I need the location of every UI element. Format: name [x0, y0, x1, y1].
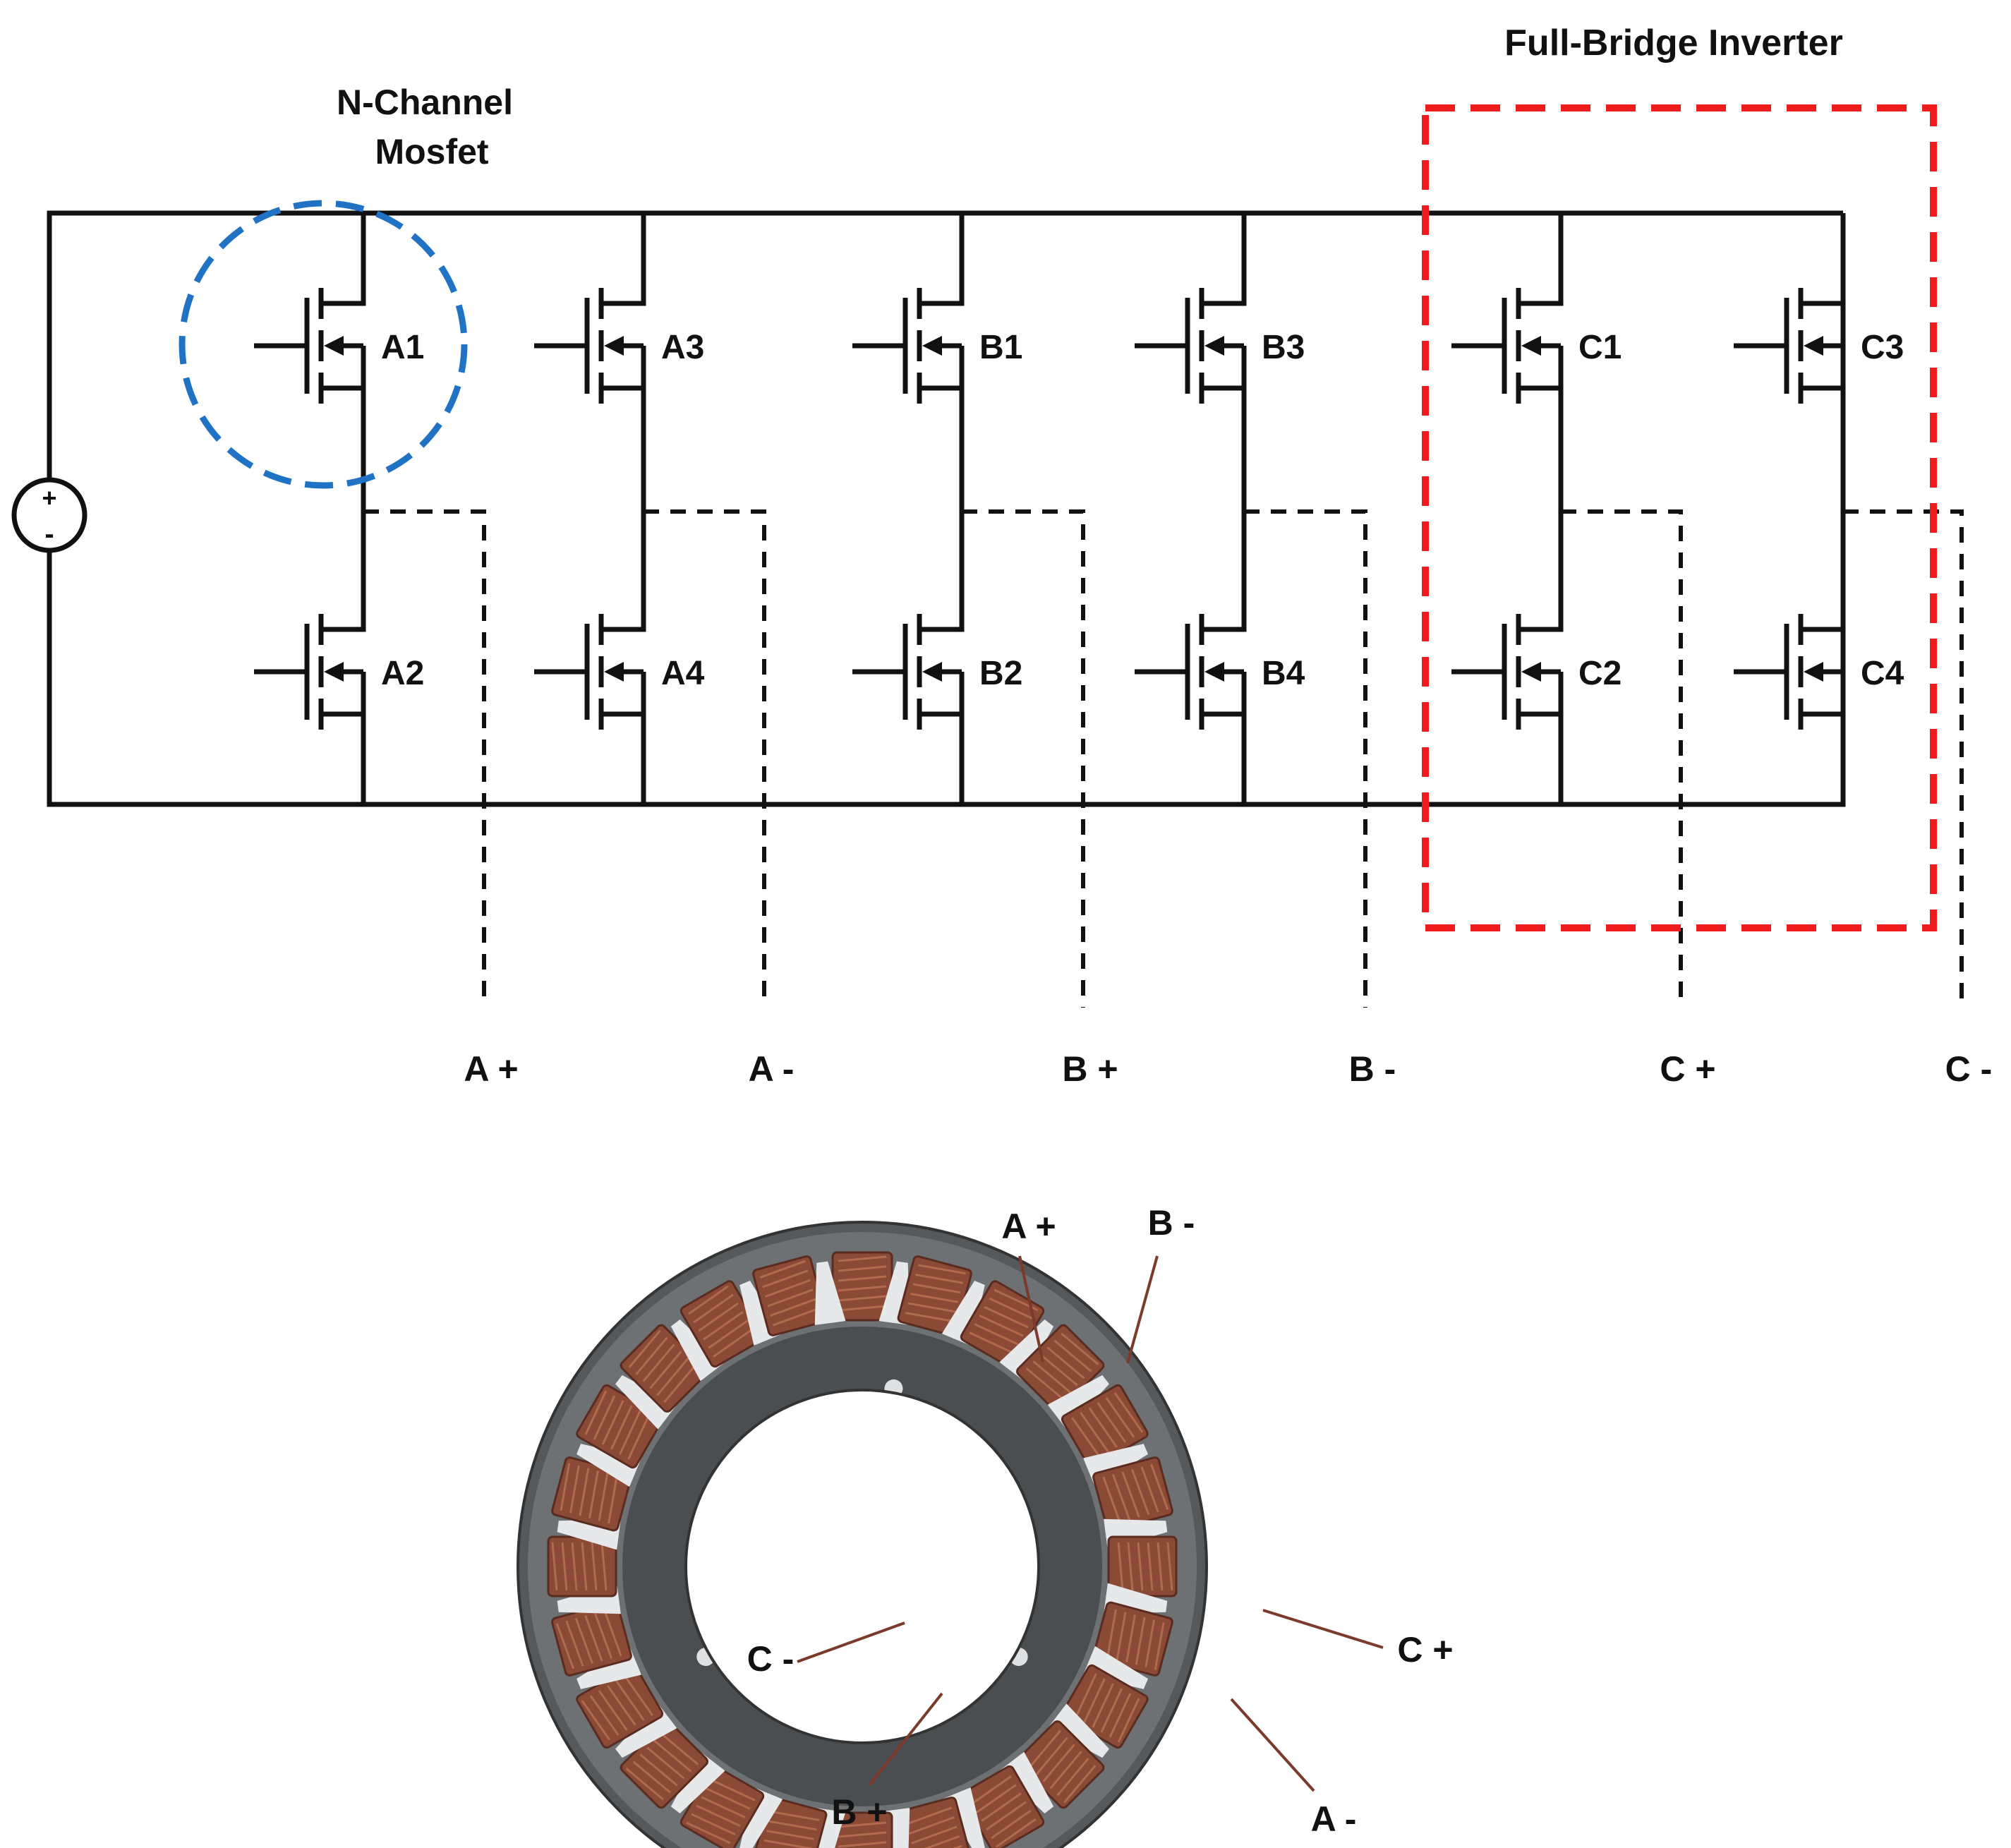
mosfet-label: A4 — [661, 655, 705, 692]
stator-coil — [620, 1720, 708, 1809]
source-minus-sign: - — [44, 519, 54, 550]
phase-output-wire — [1561, 509, 1683, 1008]
stator-terminal-label: B - — [1148, 1203, 1195, 1243]
stator-terminal-label: C - — [747, 1639, 795, 1679]
stator-slot — [814, 1261, 846, 1325]
mosfet-label: B4 — [1262, 655, 1305, 692]
stator-lead-wire — [868, 1692, 943, 1787]
stator-slot — [1047, 1703, 1109, 1758]
stator-slot — [615, 1375, 677, 1430]
stator-terminal-label: C + — [1397, 1630, 1453, 1669]
mosfet-label: C3 — [1861, 329, 1904, 366]
phase-output-wire — [363, 509, 486, 1008]
stator-slot — [999, 1319, 1054, 1382]
phase-terminal-label: B - — [1349, 1049, 1396, 1089]
stator-lead-wire — [1230, 1698, 1315, 1792]
stator-coil — [897, 1255, 972, 1336]
stator-coil — [551, 1601, 632, 1677]
voltage-source: + - — [11, 477, 87, 553]
stator-coil — [1061, 1384, 1149, 1469]
mosfet-A4 — [534, 593, 646, 730]
mosfet-label: A1 — [381, 329, 424, 366]
mosfet-highlight-circle — [179, 200, 468, 489]
mosfet-label: A2 — [381, 655, 424, 692]
stator-lead-wire — [1262, 1609, 1384, 1649]
stator-terminal-label: A + — [1001, 1207, 1056, 1246]
phase-output-wire — [644, 509, 766, 1008]
stator-coil — [680, 1280, 765, 1368]
inverter-callout-label: Full-Bridge Inverter — [1504, 23, 1843, 64]
phase-terminal-label: A - — [749, 1049, 795, 1089]
phase-terminal-label: C - — [1945, 1049, 1993, 1089]
mosfet-C4 — [1734, 593, 1846, 730]
motor-stator — [517, 1221, 1208, 1848]
mosfet-B1 — [852, 267, 965, 404]
mosfet-callout-line1: N-Channel — [337, 83, 513, 122]
stator-lead-wire — [1018, 1255, 1044, 1363]
mosfet-label: C1 — [1578, 329, 1622, 366]
mosfet-C1 — [1451, 267, 1564, 404]
stator-coil — [547, 1535, 617, 1598]
stator-bore — [686, 1390, 1039, 1743]
stator-coil — [576, 1664, 664, 1749]
mosfet-A1 — [254, 267, 366, 404]
mosfet-label: B1 — [979, 329, 1022, 366]
mosfet-B4 — [1135, 593, 1247, 730]
stator-coil — [551, 1456, 632, 1532]
phase-output-wire — [962, 509, 1085, 1008]
stator-slot — [670, 1751, 725, 1813]
stator-lead-wire — [1126, 1255, 1159, 1364]
mosfet-label: B2 — [979, 655, 1022, 692]
stator-terminal-labels: A + B - C - C + B + A - — [747, 1203, 1454, 1839]
mosfet-label: B3 — [1262, 329, 1305, 366]
phase-terminal-label: A + — [464, 1049, 518, 1089]
mosfet-A3 — [534, 267, 646, 404]
stator-lead-wire — [797, 1621, 905, 1663]
stator-terminal-label: B + — [831, 1792, 887, 1832]
phase-terminal-label: B + — [1062, 1049, 1118, 1089]
mosfet-label: C2 — [1578, 655, 1622, 692]
mosfet-A2 — [254, 593, 366, 730]
stator-coil — [1092, 1456, 1173, 1532]
phase-output-wire — [1843, 509, 1964, 1008]
mosfet-B2 — [852, 593, 965, 730]
mosfet-label: C4 — [1861, 655, 1904, 692]
source-plus-sign: + — [42, 483, 56, 512]
mosfet-callout-line2: Mosfet — [375, 132, 488, 171]
mosfet-C2 — [1451, 593, 1564, 730]
stator-coil — [620, 1324, 708, 1413]
phase-terminal-label: C + — [1660, 1049, 1715, 1089]
mosfet-B3 — [1135, 267, 1247, 404]
inverter-highlight-box — [1422, 104, 1937, 931]
phase-output-wire — [1244, 509, 1367, 1008]
stator-terminal-label: A - — [1311, 1799, 1357, 1839]
mosfet-label: A3 — [661, 329, 704, 366]
mosfet-C3 — [1734, 267, 1846, 404]
